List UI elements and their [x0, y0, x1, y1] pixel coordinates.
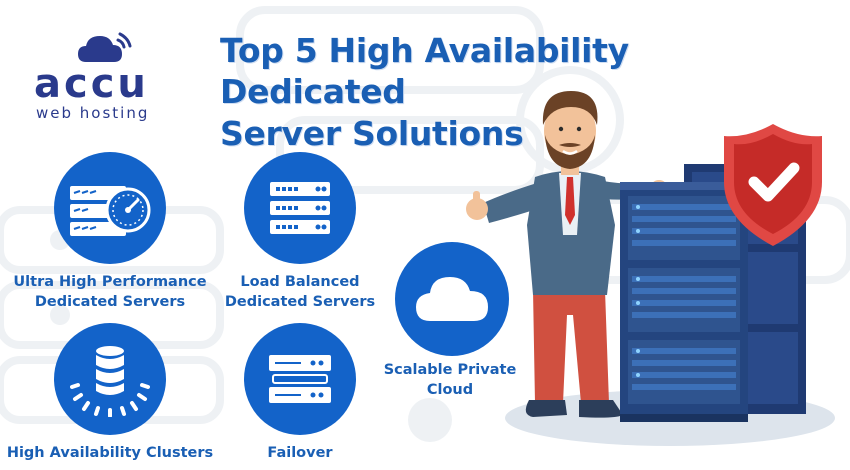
feature-circle-ultra-performance[interactable]	[54, 152, 166, 264]
feature-label-failover: Failover	[200, 443, 400, 463]
feature-label-line-1: Scalable Private	[383, 362, 517, 378]
feature-circle-ha-clusters[interactable]	[54, 323, 166, 435]
logo-subtitle: web hosting	[36, 104, 150, 122]
feature-label-ultra-performance: Ultra High Performance Dedicated Servers	[0, 272, 220, 313]
feature-label-line-2: Dedicated Servers	[34, 294, 186, 311]
businessman-icon	[466, 91, 668, 418]
feature-label-line-1: High Availability Clusters	[6, 445, 214, 461]
feature-label-line-2: Dedicated Servers	[224, 294, 376, 311]
feature-circle-load-balanced[interactable]	[244, 152, 356, 264]
feature-label-ha-clusters: High Availability Clusters	[0, 443, 220, 463]
server-rack-icon	[270, 182, 330, 234]
feature-label-private-cloud: Scalable Private Cloud	[370, 360, 530, 401]
feature-label-load-balanced: Load Balanced Dedicated Servers	[200, 272, 400, 313]
accu-logo[interactable]: accu web hosting	[28, 30, 178, 121]
page-title: Top 5 High Availability Dedicated Server…	[220, 30, 820, 154]
title-line-1: Top 5 High Availability Dedicated	[220, 31, 629, 112]
feature-label-line-1: Load Balanced	[240, 274, 360, 290]
failover-server-icon	[269, 355, 331, 403]
shield-check-icon	[724, 124, 822, 246]
feature-circle-private-cloud[interactable]	[395, 242, 509, 356]
title-line-2: Server Solutions	[220, 113, 524, 153]
logo-wordmark: accu	[34, 61, 149, 107]
cloud-wifi-icon	[78, 32, 132, 62]
feature-circle-failover[interactable]	[244, 323, 356, 435]
feature-label-line-1: Failover	[267, 445, 333, 461]
server-rack-illustration	[620, 164, 806, 422]
feature-label-line-2: Cloud	[426, 382, 474, 399]
server-speedometer-icon	[70, 186, 151, 236]
cloud-icon	[416, 277, 488, 321]
feature-label-line-1: Ultra High Performance	[13, 274, 207, 290]
database-cluster-icon	[70, 346, 150, 417]
